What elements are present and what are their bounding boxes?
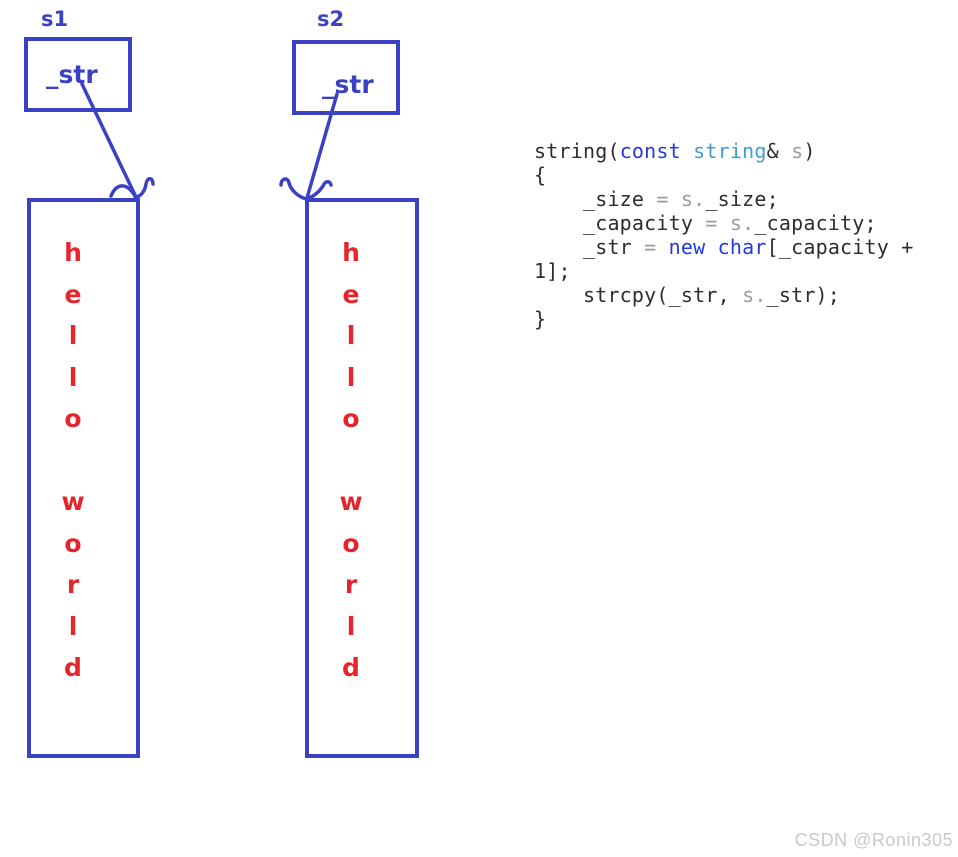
watermark: CSDN @Ronin305 — [794, 830, 953, 850]
char-cell: l — [346, 611, 356, 641]
char-cell: l — [346, 321, 356, 351]
char-cell: e — [64, 279, 82, 309]
s1-arrowhead-left-barb — [109, 184, 137, 198]
s2-label: s2 — [317, 7, 345, 31]
char-cell: l — [68, 362, 78, 392]
char-cell: w — [339, 487, 363, 517]
char-cell — [335, 440, 367, 482]
s1-str-field: _str — [46, 60, 98, 89]
code-line: _str = new char[_capacity + — [534, 235, 914, 259]
code-line: { — [534, 163, 547, 187]
char-cell: r — [66, 570, 80, 600]
code-line: } — [534, 307, 547, 331]
char-cell: l — [68, 321, 78, 351]
char-cell: l — [68, 611, 78, 641]
s2-pointer-box: _str — [292, 40, 400, 115]
s1-arrowhead-right-barb — [133, 177, 155, 200]
char-cell: r — [344, 570, 358, 600]
char-cell: o — [64, 528, 82, 558]
char-cell: d — [342, 653, 360, 683]
code-line: _size = s._size; — [534, 187, 779, 211]
s1-label: s1 — [41, 7, 69, 31]
s2-arrowhead-right-barb — [304, 180, 333, 201]
s2-arrowhead-left-barb — [279, 177, 308, 201]
char-cell: h — [64, 238, 82, 268]
code-block: string(const string& s){ _size = s._size… — [534, 139, 914, 331]
code-line: string(const string& s) — [534, 139, 816, 163]
char-cell: o — [342, 404, 360, 434]
char-cell: h — [342, 238, 360, 268]
code-line: 1]; — [534, 259, 571, 283]
char-cell: d — [64, 653, 82, 683]
code-line: _capacity = s._capacity; — [534, 211, 877, 235]
char-cell: l — [346, 362, 356, 392]
code-line: strcpy(_str, s._str); — [534, 283, 841, 307]
char-cell: o — [64, 404, 82, 434]
char-cell: w — [61, 487, 85, 517]
s2-str-field: _str — [322, 70, 374, 99]
char-cell: e — [342, 279, 360, 309]
char-cell: o — [342, 528, 360, 558]
s1-pointer-box: _str — [24, 37, 132, 112]
char-cell — [57, 440, 89, 482]
